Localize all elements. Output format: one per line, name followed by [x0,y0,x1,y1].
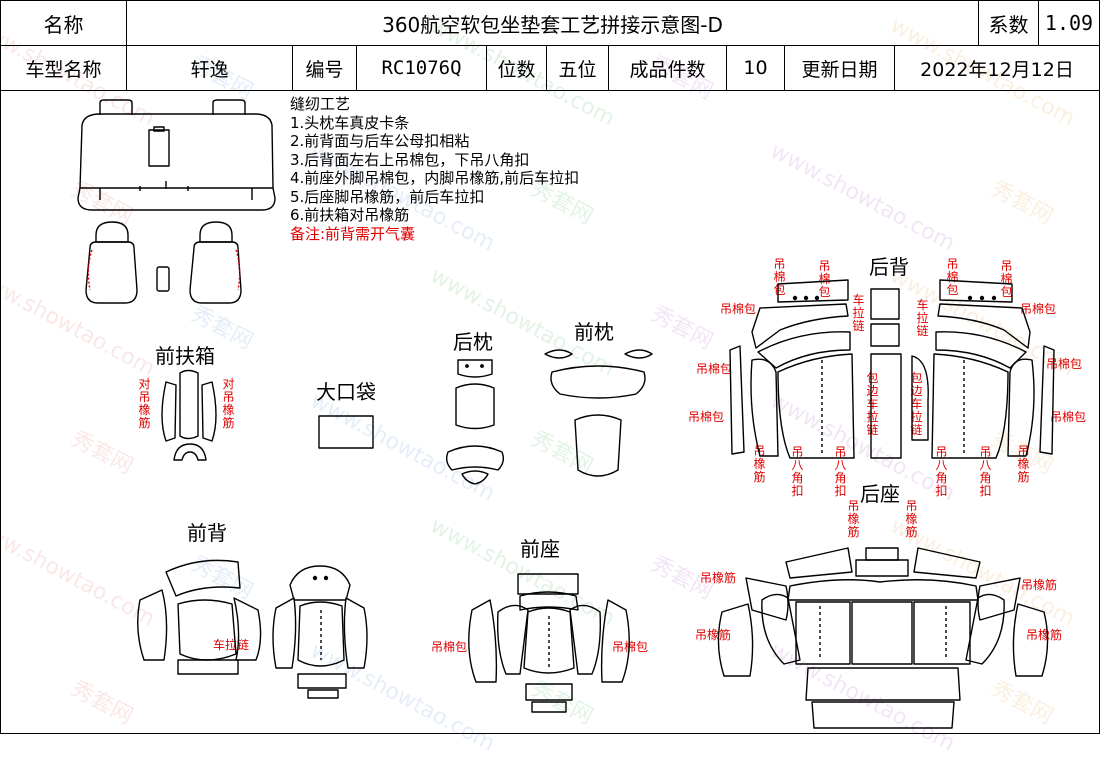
coef-value: 1.09 [1044,11,1094,35]
label-hang-elastic: 吊橡筋 [695,628,732,642]
seats-value: 五位 [547,46,609,90]
label-hang-octagon: 吊八角扣 [935,445,948,498]
label-hang-cotton: 吊棉包 [1050,410,1087,424]
model-label: 车型名称 [1,46,127,90]
front-back-pattern [137,559,368,699]
section-front-armrest: 前扶箱 [155,344,215,368]
name-label: 名称 [1,1,127,45]
label-hang-cotton: 吊棉包 [1020,302,1057,316]
front-seat-pattern [468,573,630,713]
sewing-notes: 缝纫工艺 1.头枕车真皮卡条 2.前背面与后车公母扣相粘 3.后背面左右上吊棉包… [290,95,579,243]
section-front-headrest: 前枕 [574,320,614,344]
label-hang-elastic: 吊橡筋 [1026,628,1063,642]
pieces-value: 10 [727,46,785,90]
sheet-title: 360航空软包坐垫套工艺拼接示意图-D [127,1,979,45]
label-zipper: 车拉链 [213,638,250,652]
remark: 备注:前背需开气囊 [290,224,416,243]
code-value: RC1076Q [357,46,487,90]
label-zipper: 车拉链 [916,298,929,338]
label-hang-elastic: 吊橡筋 [700,571,737,585]
label-edge-zipper: 包边车拉链 [866,371,879,437]
seats-label: 位数 [487,46,547,90]
label-edge-zipper: 包边车拉链 [910,371,923,437]
coef-label: 系数 [979,1,1039,45]
label-hang-cotton: 吊棉包 [720,302,757,316]
label-hang-elastic: 吊橡筋 [753,444,766,484]
note-item: 4.前座外脚吊棉包，内脚吊橡筋,前后车拉扣 [290,169,580,187]
label-hang-cotton: 吊棉包 [696,362,733,376]
note-item: 6.前扶箱对吊橡筋 [290,206,410,224]
rear-seat-pattern [717,547,1049,729]
label-hang-elastic: 吊橡筋 [847,499,860,539]
date-label: 更新日期 [785,46,895,90]
note-item: 1.头枕车真皮卡条 [290,113,410,132]
label-hang-cotton: 吊棉包 [1000,259,1013,299]
label-hang-cotton: 吊棉包 [818,259,831,299]
spec-sheet: 名称 360航空软包坐垫套工艺拼接示意图-D 系数 1.09 车型名称 轩逸 编… [0,0,1100,734]
section-rear-headrest: 后枕 [453,330,493,354]
label-hang-octagon: 吊八角扣 [834,445,847,498]
front-headrest-pattern [544,349,653,477]
model-value: 轩逸 [127,46,293,90]
section-front-back: 前背 [187,521,227,545]
pieces-label: 成品件数 [609,46,727,90]
note-item: 2.前背面与后车公母扣相粘 [290,132,470,150]
overview-rear-bench [77,99,276,211]
rear-back-pattern [729,279,1055,459]
code-label: 编号 [293,46,357,90]
divider [1,45,1099,46]
overview-front-seats [85,221,242,304]
label-pair-elastic-right: 对吊橡筋 [222,377,235,430]
note-item: 5.后座脚吊橡筋，前后车拉扣 [290,187,485,206]
rear-headrest-pattern [445,359,505,485]
label-hang-elastic: 吊橡筋 [905,499,918,539]
label-hang-cotton: 吊棉包 [773,257,786,297]
label-zipper: 车拉链 [852,293,865,333]
label-hang-octagon: 吊八角扣 [791,445,804,498]
section-big-pocket: 大口袋 [316,380,376,404]
label-hang-elastic: 吊橡筋 [1021,578,1058,592]
big-pocket-pattern [318,415,374,449]
label-hang-cotton: 吊棉包 [688,410,725,424]
note-item: 3.后背面左右上吊棉包，下吊八角扣 [290,150,530,169]
label-hang-cotton: 吊棉包 [1046,357,1083,371]
notes-heading: 缝纫工艺 [290,95,351,113]
label-pair-elastic-left: 对吊橡筋 [138,377,151,430]
divider [1,90,1099,91]
section-rear-seat: 后座 [860,482,900,506]
label-hang-cotton: 吊棉包 [431,640,468,654]
section-rear-back: 后背 [869,255,909,279]
pattern-drawing [77,99,1055,729]
label-hang-cotton: 吊棉包 [612,640,649,654]
section-front-seat: 前座 [520,537,560,561]
label-hang-octagon: 吊八角扣 [979,445,992,498]
front-armrest-pattern [161,369,217,461]
date-value: 2022年12月12日 [920,58,1074,81]
